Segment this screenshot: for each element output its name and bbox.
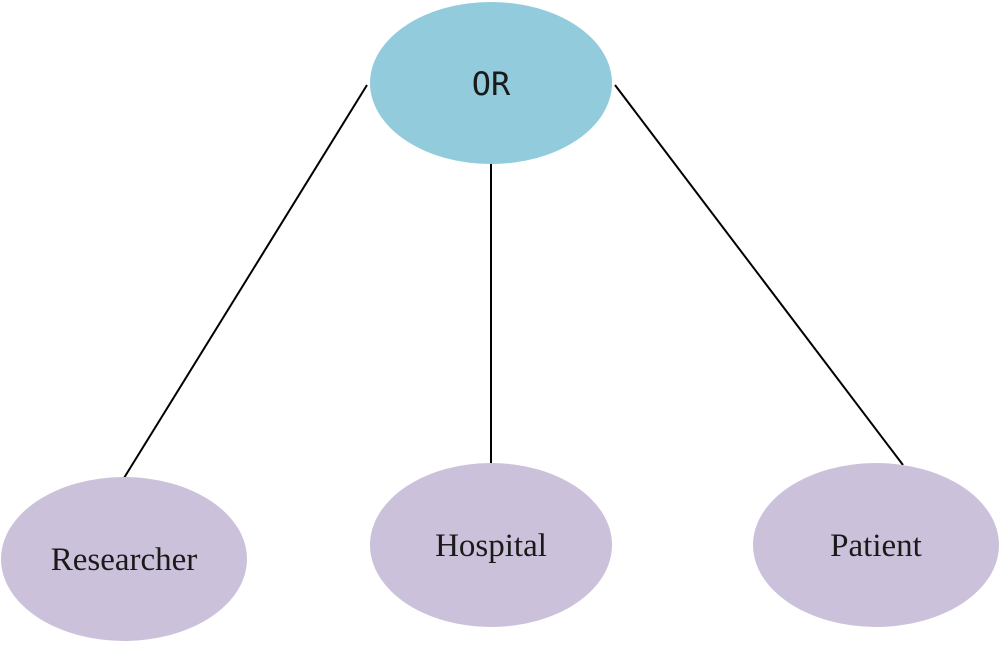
child-node-hospital: Hospital xyxy=(370,463,612,627)
edge-or-patient xyxy=(614,84,904,466)
edge-or-researcher xyxy=(123,84,368,479)
child-node-label: Hospital xyxy=(435,528,547,564)
child-node-shape xyxy=(370,463,612,627)
root-node: OR xyxy=(370,2,612,164)
child-node-label: Patient xyxy=(830,528,922,564)
child-node-label: Researcher xyxy=(51,542,198,578)
child-node-shape xyxy=(1,477,247,641)
root-node-shape xyxy=(370,2,612,164)
child-node-shape xyxy=(753,463,999,627)
root-node-label: OR xyxy=(472,65,511,103)
child-node-patient: Patient xyxy=(753,463,999,627)
child-node-researcher: Researcher xyxy=(1,477,247,641)
